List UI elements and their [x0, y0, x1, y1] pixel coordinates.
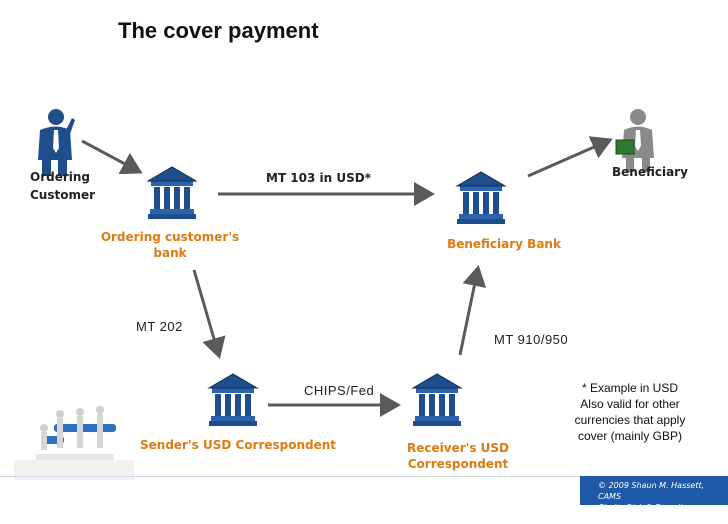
- copyright-line-2: Clarity Risk & Compliance Advisors: [598, 503, 702, 523]
- chips-fed-label: CHIPS/Fed: [304, 383, 375, 398]
- currency-note: * Example in USD Also valid for other cu…: [574, 381, 686, 443]
- sender-correspondent-bank-icon: [208, 373, 258, 427]
- beneficiary-person-icon: [615, 109, 654, 172]
- ordering-customer-label: Ordering Customer: [30, 170, 96, 202]
- arrow-customer-to-bank: [81, 139, 143, 175]
- ordering-bank-label: Ordering customer's bank: [100, 230, 240, 260]
- beneficiary-label: Beneficiary: [612, 165, 688, 179]
- sender-correspondent-label: Sender's USD Correspondent: [140, 438, 337, 452]
- receiver-correspondent-label: Receiver's USD Correspondent: [407, 441, 509, 471]
- copyright-line-1: © 2009 Shaun M. Hassett, CAMS: [598, 481, 705, 501]
- puzzle-team-decoration-icon: [14, 406, 134, 480]
- arrow-mt202: [192, 269, 226, 359]
- arrow-mt910: [458, 265, 487, 356]
- mt202-label: MT 202: [136, 319, 183, 334]
- copyright-bar: © 2009 Shaun M. Hassett, CAMS Clarity Ri…: [580, 476, 728, 523]
- flow-diagram: [14, 109, 654, 480]
- beneficiary-bank-icon: [456, 171, 506, 225]
- ordering-bank-icon: [147, 166, 197, 220]
- page-title: The cover payment: [118, 18, 319, 43]
- mt103-label: MT 103 in USD*: [266, 171, 371, 185]
- mt910-label: MT 910/950: [494, 332, 569, 347]
- arrow-beneficiary-bank-to-beneficiary: [527, 136, 613, 178]
- receiver-correspondent-bank-icon: [412, 373, 462, 427]
- ordering-customer-person-icon: [38, 109, 75, 176]
- beneficiary-bank-label: Beneficiary Bank: [447, 237, 561, 251]
- footer-divider: [0, 476, 728, 477]
